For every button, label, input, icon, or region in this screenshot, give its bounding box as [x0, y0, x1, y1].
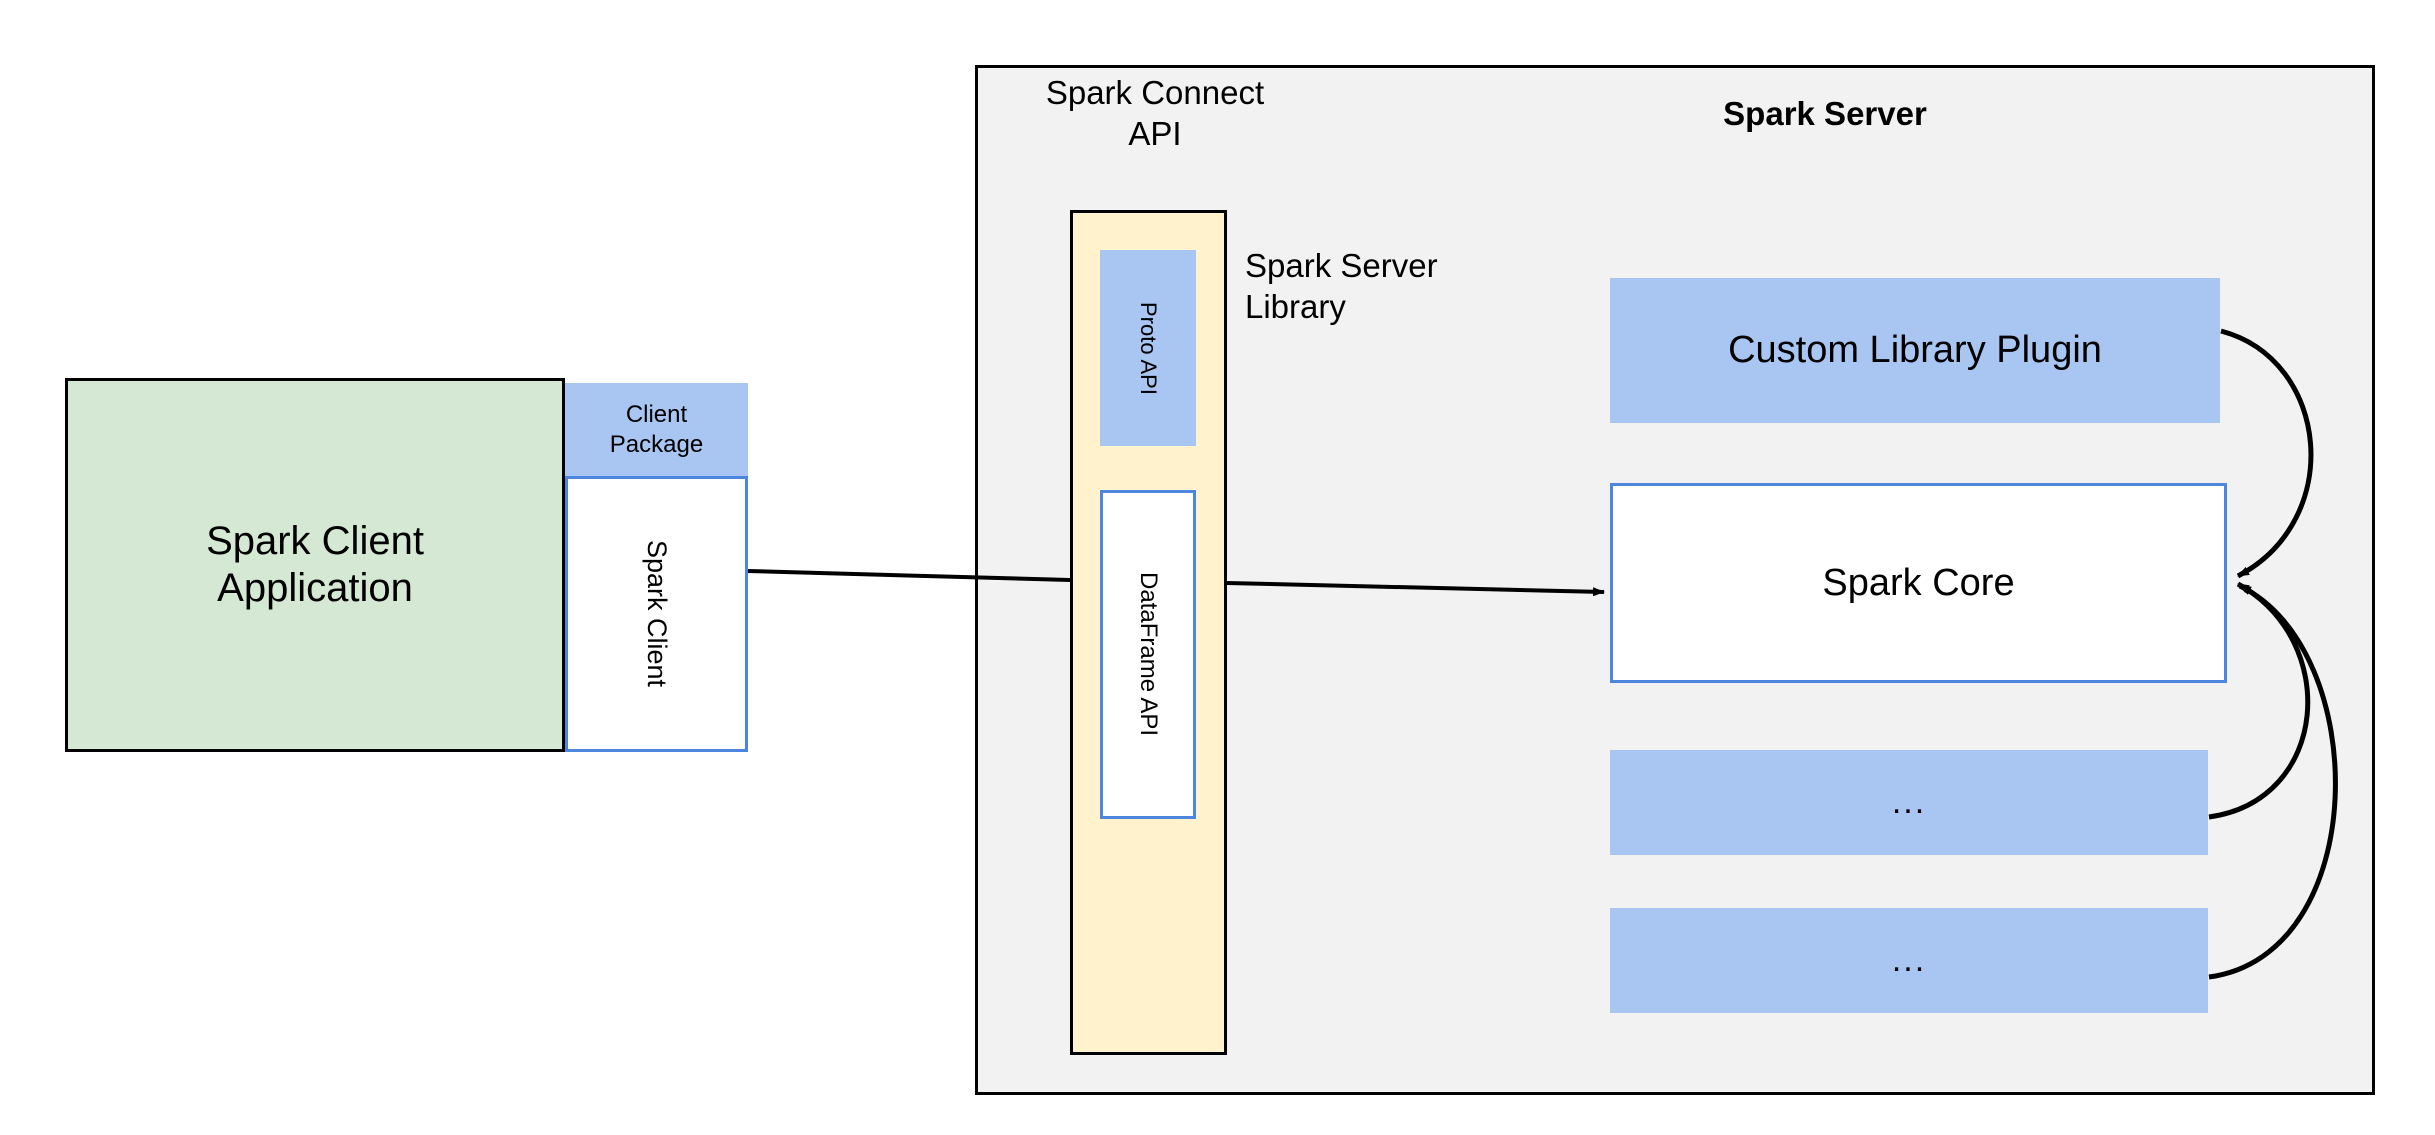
- ellipsis-label: ...: [1891, 783, 1927, 822]
- custom-library-plugin-label: Custom Library Plugin: [1728, 329, 2102, 371]
- spark-core-box[interactable]: Spark Core: [1610, 483, 2227, 683]
- server-component-ellipsis-box-1[interactable]: ...: [1610, 750, 2208, 855]
- dataframe-api-label: DataFrame API: [1135, 572, 1162, 737]
- spark-client-label: Spark Client: [642, 540, 672, 688]
- custom-library-plugin-box[interactable]: Custom Library Plugin: [1610, 278, 2220, 423]
- server-component-ellipsis-box-2[interactable]: ...: [1610, 908, 2208, 1013]
- spark-server-title: Spark Server: [1723, 95, 1927, 132]
- spark-core-label: Spark Core: [1822, 561, 2015, 604]
- dataframe-api-box[interactable]: DataFrame API: [1100, 490, 1196, 819]
- proto-api-label: Proto API: [1136, 301, 1161, 395]
- ellipsis-label: ...: [1891, 941, 1927, 980]
- spark-client-box[interactable]: Spark Client: [565, 476, 748, 752]
- proto-api-box[interactable]: Proto API: [1100, 250, 1196, 446]
